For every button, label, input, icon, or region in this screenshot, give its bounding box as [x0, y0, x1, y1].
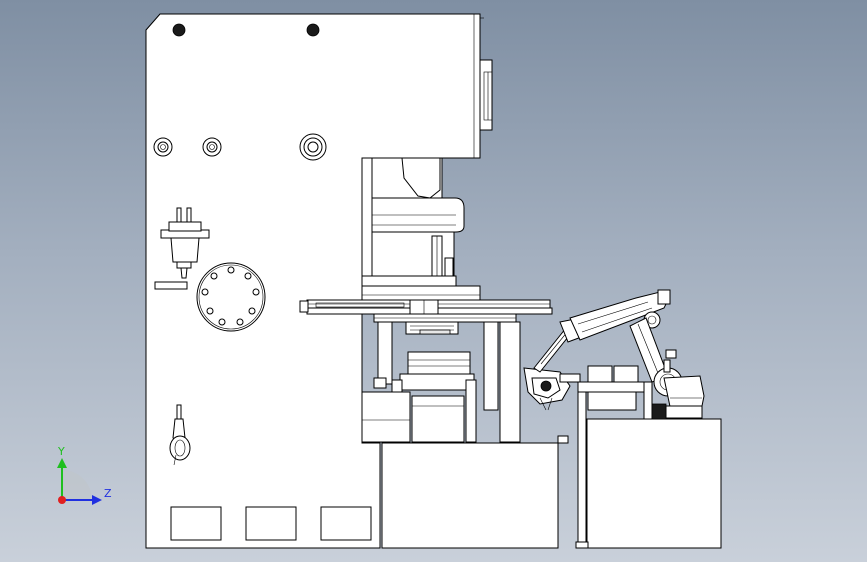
press-base	[381, 442, 559, 549]
press-frame	[145, 13, 493, 549]
frame-hole	[172, 23, 186, 37]
access-panel	[170, 506, 222, 541]
die-set	[361, 313, 521, 443]
gripper-assembly	[523, 367, 581, 411]
bolt-flange	[196, 262, 266, 332]
robot-controller	[651, 403, 667, 420]
valve-assembly	[154, 207, 210, 290]
transfer-table	[575, 365, 653, 549]
fitting-left	[153, 137, 173, 157]
robot-arm	[533, 289, 705, 420]
coordinate-triad: Y Z	[57, 445, 112, 505]
feed-bar	[299, 299, 553, 315]
fitting-right	[299, 133, 327, 161]
ram-slide	[361, 157, 481, 309]
fitting-middle	[202, 137, 222, 157]
robot-base	[586, 418, 722, 549]
access-panel	[320, 506, 372, 541]
lever-handle	[169, 404, 191, 466]
z-axis-label: Z	[104, 487, 112, 500]
flywheel-hub	[479, 59, 493, 131]
access-panel	[245, 506, 297, 541]
y-axis-label: Y	[57, 445, 65, 458]
frame-hole	[306, 23, 320, 37]
